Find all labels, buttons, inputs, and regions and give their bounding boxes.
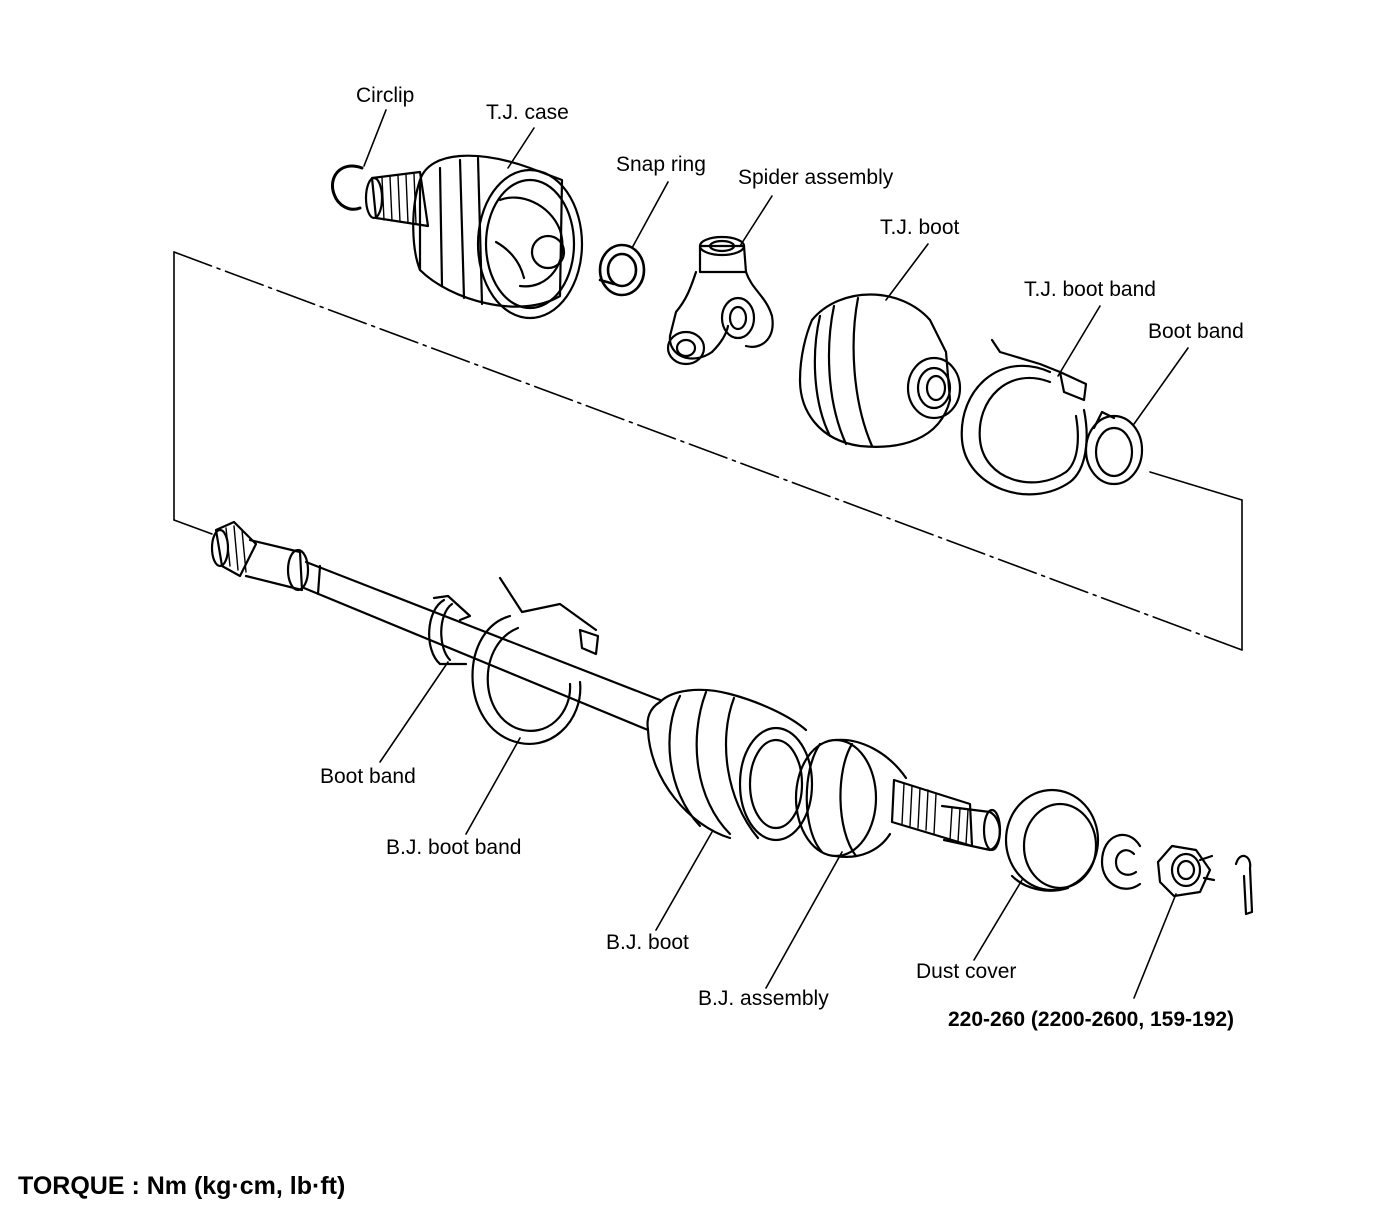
dust-cover-part bbox=[1006, 790, 1098, 891]
snap-ring-part bbox=[600, 245, 644, 295]
bj-assembly-part bbox=[796, 740, 1000, 857]
washer-part bbox=[1102, 835, 1140, 889]
tj-boot-band-part bbox=[962, 340, 1087, 494]
bj-boot-band-part bbox=[473, 578, 599, 744]
spider-assembly-part bbox=[668, 237, 773, 364]
label-bj-assembly: B.J. assembly bbox=[698, 987, 829, 1010]
assembly-axis-line bbox=[174, 252, 1242, 650]
bj-boot-part bbox=[648, 690, 813, 840]
label-boot-band-top: Boot band bbox=[1148, 320, 1244, 343]
label-spider-assembly: Spider assembly bbox=[738, 166, 894, 189]
leader-lines bbox=[364, 110, 1188, 998]
label-boot-band-bottom: Boot band bbox=[320, 765, 416, 788]
label-bj-boot: B.J. boot bbox=[606, 931, 689, 954]
bj-boot-band-small-part bbox=[429, 596, 470, 664]
label-tj-boot: T.J. boot bbox=[880, 216, 960, 239]
label-tj-boot-band: T.J. boot band bbox=[1024, 278, 1156, 301]
label-bj-boot-band: B.J. boot band bbox=[386, 836, 522, 859]
label-dust-cover: Dust cover bbox=[916, 960, 1017, 983]
label-nut-torque: 220-260 (2200-2600, 159-192) bbox=[948, 1008, 1235, 1031]
cotter-pin-part bbox=[1236, 856, 1252, 914]
tj-case-part bbox=[366, 156, 582, 318]
tj-boot-part bbox=[800, 295, 960, 447]
label-circlip: Circlip bbox=[356, 84, 415, 107]
circlip-part bbox=[332, 166, 362, 209]
drive-shaft-part bbox=[212, 522, 660, 730]
label-tj-case: T.J. case bbox=[486, 101, 569, 124]
label-snap-ring: Snap ring bbox=[616, 153, 706, 176]
torque-units-note: TORQUE : Nm (kg·cm, lb·ft) bbox=[18, 1172, 346, 1200]
castle-nut-part bbox=[1158, 846, 1214, 896]
tj-boot-band-small-part bbox=[1086, 412, 1142, 484]
